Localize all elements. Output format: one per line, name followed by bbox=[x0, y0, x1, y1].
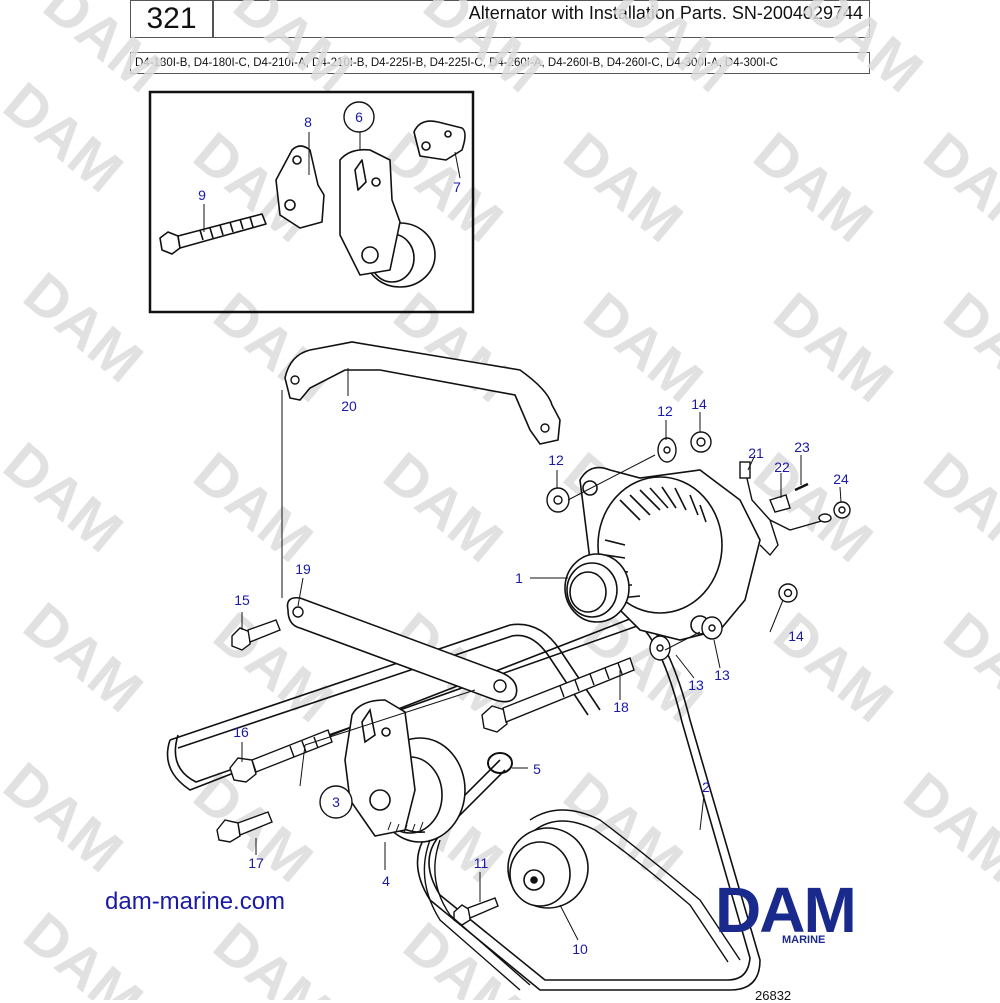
callout-7: 7 bbox=[453, 179, 461, 195]
callout-2: 2 bbox=[702, 779, 710, 795]
callout-21: 21 bbox=[748, 445, 764, 461]
washer-13-b bbox=[701, 616, 723, 640]
idler-pulley-10 bbox=[507, 827, 589, 909]
bolt-17 bbox=[216, 811, 273, 843]
callout-13-right: 13 bbox=[714, 667, 730, 683]
bolt-16 bbox=[229, 729, 333, 783]
callout-12-upper: 12 bbox=[657, 403, 673, 419]
dam-logo: DAM bbox=[715, 874, 857, 946]
callout-15: 15 bbox=[234, 592, 250, 608]
website-link[interactable]: dam-marine.com bbox=[105, 888, 286, 915]
callout-12-lower: 12 bbox=[548, 452, 564, 468]
callout-14-upper: 14 bbox=[691, 396, 707, 412]
callout-10: 10 bbox=[572, 941, 588, 957]
inset-plate-7 bbox=[413, 120, 466, 161]
washer-12-upper bbox=[657, 437, 677, 463]
callout-ring-6 bbox=[343, 101, 375, 133]
belt-tensioner-3 bbox=[344, 699, 466, 843]
figure-number: 26832 bbox=[755, 988, 792, 1003]
callout-16: 16 bbox=[233, 724, 249, 740]
callout-23: 23 bbox=[794, 439, 810, 455]
callout-22: 22 bbox=[774, 459, 790, 475]
callout-14-lower: 14 bbox=[788, 628, 804, 644]
bracket-20 bbox=[284, 341, 561, 445]
inset-tensioner-6 bbox=[339, 148, 436, 288]
callout-4: 4 bbox=[382, 873, 390, 889]
drive-belt-2 bbox=[166, 614, 761, 991]
washer-12-lower bbox=[546, 487, 570, 513]
link-arm-19 bbox=[286, 596, 518, 703]
callout-20: 20 bbox=[341, 398, 357, 414]
bolt-18 bbox=[481, 657, 635, 733]
nut-14-lower bbox=[778, 583, 798, 603]
page-title: Alternator with Installation Parts. SN-2… bbox=[213, 0, 870, 38]
alternator-1 bbox=[564, 466, 761, 641]
callout-19: 19 bbox=[295, 561, 311, 577]
callout-3: 3 bbox=[332, 794, 340, 810]
callout-6: 6 bbox=[355, 109, 363, 125]
inset-frame bbox=[148, 90, 475, 314]
callout-1: 1 bbox=[515, 570, 523, 586]
callout-17: 17 bbox=[248, 855, 264, 871]
callout-8: 8 bbox=[304, 114, 312, 130]
callout-11: 11 bbox=[474, 855, 489, 871]
nut-14-upper bbox=[690, 431, 712, 453]
callout-24: 24 bbox=[833, 471, 849, 487]
callout-13-left: 13 bbox=[688, 677, 704, 693]
callout-18: 18 bbox=[613, 699, 629, 715]
callout-ring-3 bbox=[319, 785, 353, 819]
nut-24 bbox=[833, 501, 851, 519]
bolt-15 bbox=[231, 619, 281, 651]
dam-logo-subtitle: MARINE bbox=[782, 934, 826, 946]
inset-bolt-9 bbox=[159, 213, 267, 255]
callout-9: 9 bbox=[198, 187, 206, 203]
screw-23 bbox=[794, 482, 809, 492]
snap-ring-5 bbox=[487, 752, 513, 774]
callout-5: 5 bbox=[533, 761, 541, 777]
bolt-11 bbox=[453, 897, 499, 926]
washer-13-a bbox=[649, 635, 671, 661]
